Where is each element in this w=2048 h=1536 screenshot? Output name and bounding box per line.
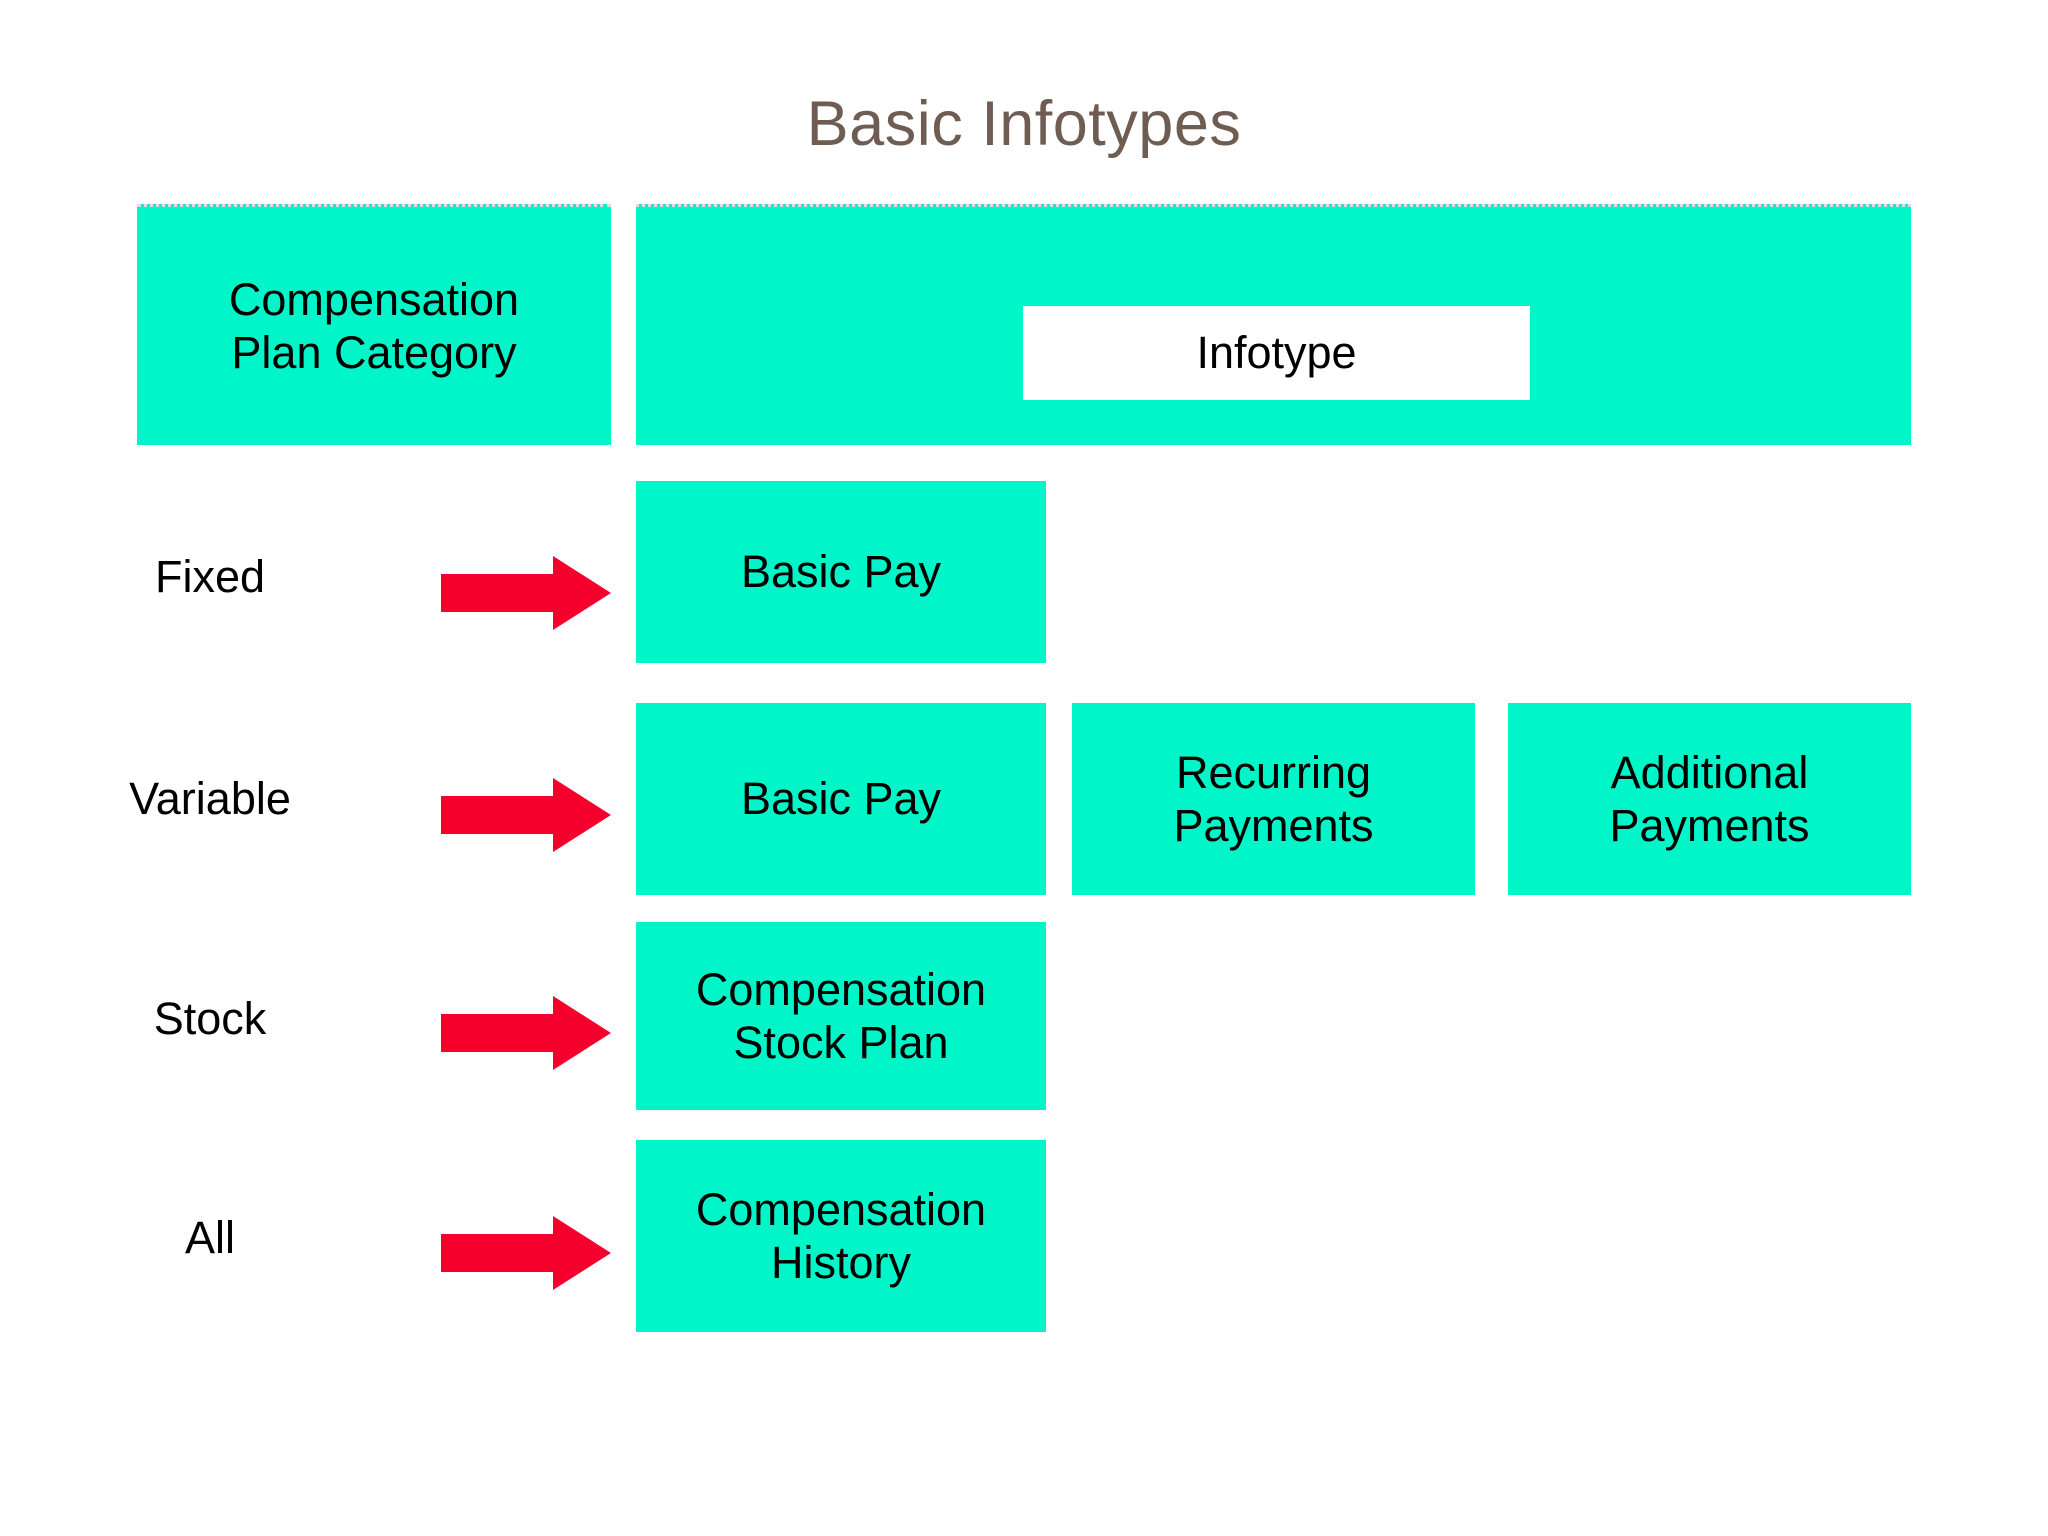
right-arrow-icon bbox=[441, 778, 611, 852]
compensation-plan-category-header: Compensation Plan Category bbox=[137, 204, 611, 445]
right-arrow-icon bbox=[441, 996, 611, 1070]
infotype-header-bar: Infotype bbox=[636, 204, 1911, 445]
infotype-box-line-1: Basic Pay bbox=[740, 546, 942, 598]
infotype-box-line-1: Additional bbox=[1610, 746, 1809, 798]
page-title: Basic Infotypes bbox=[806, 89, 1242, 159]
right-arrow-icon bbox=[441, 556, 611, 630]
infotype-box-fixed-basic-pay: Basic Pay bbox=[636, 481, 1046, 663]
infotype-box-line-2: Payments bbox=[1173, 800, 1374, 851]
infotype-box-line-1: Compensation bbox=[695, 1183, 987, 1235]
category-header-line-2: Plan Category bbox=[231, 327, 517, 378]
row-label-variable: Variable bbox=[129, 773, 291, 824]
row-label-fixed: Fixed bbox=[154, 551, 266, 602]
right-arrow-icon bbox=[441, 1216, 611, 1290]
infotype-box-variable-basic-pay: Basic Pay bbox=[636, 703, 1046, 895]
row-label-all: All bbox=[184, 1212, 235, 1263]
infotype-box-variable-recurring-payments: Recurring Payments bbox=[1072, 703, 1475, 895]
infotype-box-line-2: Stock Plan bbox=[733, 1017, 949, 1068]
infotype-box-line-1: Compensation bbox=[695, 963, 987, 1015]
row-label-stock: Stock bbox=[153, 993, 267, 1044]
infotype-box-stock-compensation-stock-plan: Compensation Stock Plan bbox=[636, 922, 1046, 1110]
infotype-box-line-2: History bbox=[770, 1237, 911, 1288]
infotype-box-all-compensation-history: Compensation History bbox=[636, 1140, 1046, 1332]
infotype-box-line-2: Payments bbox=[1609, 800, 1810, 851]
infotype-box-line-1: Basic Pay bbox=[740, 773, 942, 825]
infotype-box-line-1: Recurring bbox=[1175, 746, 1372, 798]
category-header-line-1: Compensation bbox=[228, 273, 520, 325]
infotype-header-label: Infotype bbox=[1023, 306, 1530, 400]
infotype-box-variable-additional-payments: Additional Payments bbox=[1508, 703, 1911, 895]
